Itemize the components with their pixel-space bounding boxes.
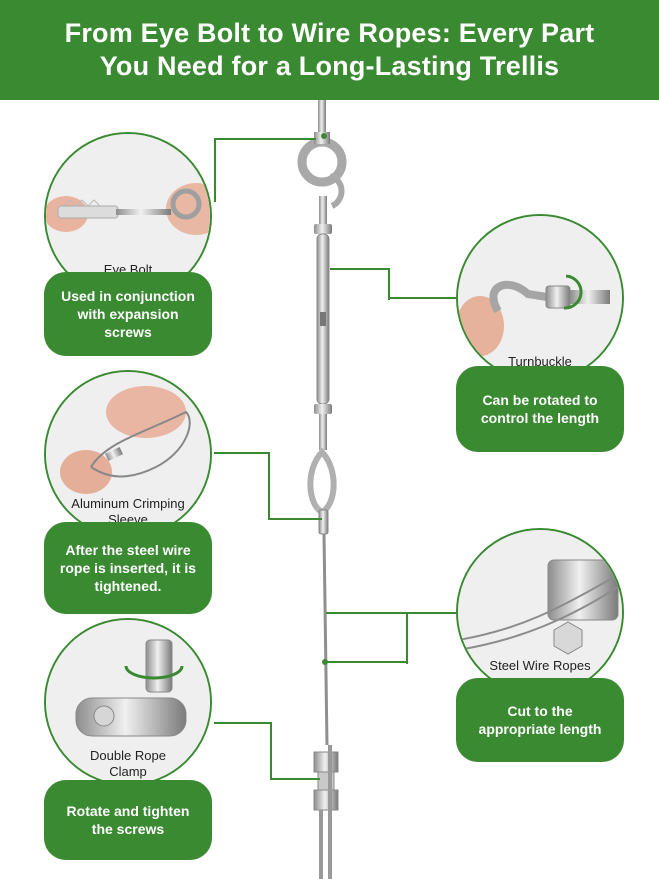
leader-crimp [214,452,270,454]
wire-rope-image [458,530,622,694]
crimping-sleeve-description: After the steel wire rope is inserted, i… [44,522,212,614]
leader-eye-bolt [214,138,316,202]
turnbuckle-desc-line-1: Can be rotated to [482,392,598,408]
rope-clamp-image [46,620,210,784]
crimping-label-line-1: Aluminum Crimping [71,496,185,511]
crimping-desc-line-2: rope is inserted, it is [59,560,197,576]
leader-crimp-2 [268,452,322,520]
wire-rope-desc-line-1: Cut to the [507,703,573,719]
wire-rope-desc-line-2: appropriate length [478,721,602,737]
eye-bolt-desc-line-2: with expansion screws [77,306,179,340]
header-banner: From Eye Bolt to Wire Ropes: Every Part … [0,0,659,100]
rope-clamp-description: Rotate and tighten the screws [44,780,212,860]
leader-clamp-2 [270,722,320,780]
rope-clamp-desc-line-2: the screws [91,821,165,837]
title-line-2: You Need for a Long-Lasting Trellis [99,51,560,81]
turnbuckle-description: Can be rotated to control the length [456,366,624,452]
eye-bolt-description: Used in conjunction with expansion screw… [44,272,212,356]
turnbuckle-label: Turnbuckle [508,354,572,369]
wire-rope-label: Steel Wire Ropes [489,658,591,673]
rope-clamp-label: Double Rope Clamp [46,748,210,780]
turnbuckle-image [458,216,622,380]
crimping-desc-line-3: tightened. [94,578,162,594]
crimping-desc-line-1: After the steel wire [65,542,191,558]
wire-rope-photo: Steel Wire Ropes [456,528,624,696]
leader-turnbuckle-2 [388,297,458,299]
leader-turnbuckle [330,268,390,300]
rope-clamp-label-line-2: Clamp [109,764,147,779]
turnbuckle-desc-line-2: control the length [480,410,600,426]
wire-rope-description: Cut to the appropriate length [456,678,624,762]
rope-clamp-label-line-1: Double Rope [90,748,166,763]
rope-clamp-photo: Double Rope Clamp [44,618,212,786]
leader-wire-3 [404,612,456,614]
leader-wire-2 [326,661,406,663]
turnbuckle-photo: Turnbuckle [456,214,624,382]
leader-wire [326,612,408,664]
eye-bolt-image [46,134,210,298]
eye-bolt-desc-line-1: Used in conjunction [61,288,195,304]
crimping-sleeve-photo: Aluminum Crimping Sleeve [44,370,212,538]
leader-clamp [214,722,272,724]
title-line-1: From Eye Bolt to Wire Ropes: Every Part [64,18,595,48]
crimping-sleeve-image [46,372,210,536]
rope-clamp-desc-line-1: Rotate and tighten [66,803,190,819]
